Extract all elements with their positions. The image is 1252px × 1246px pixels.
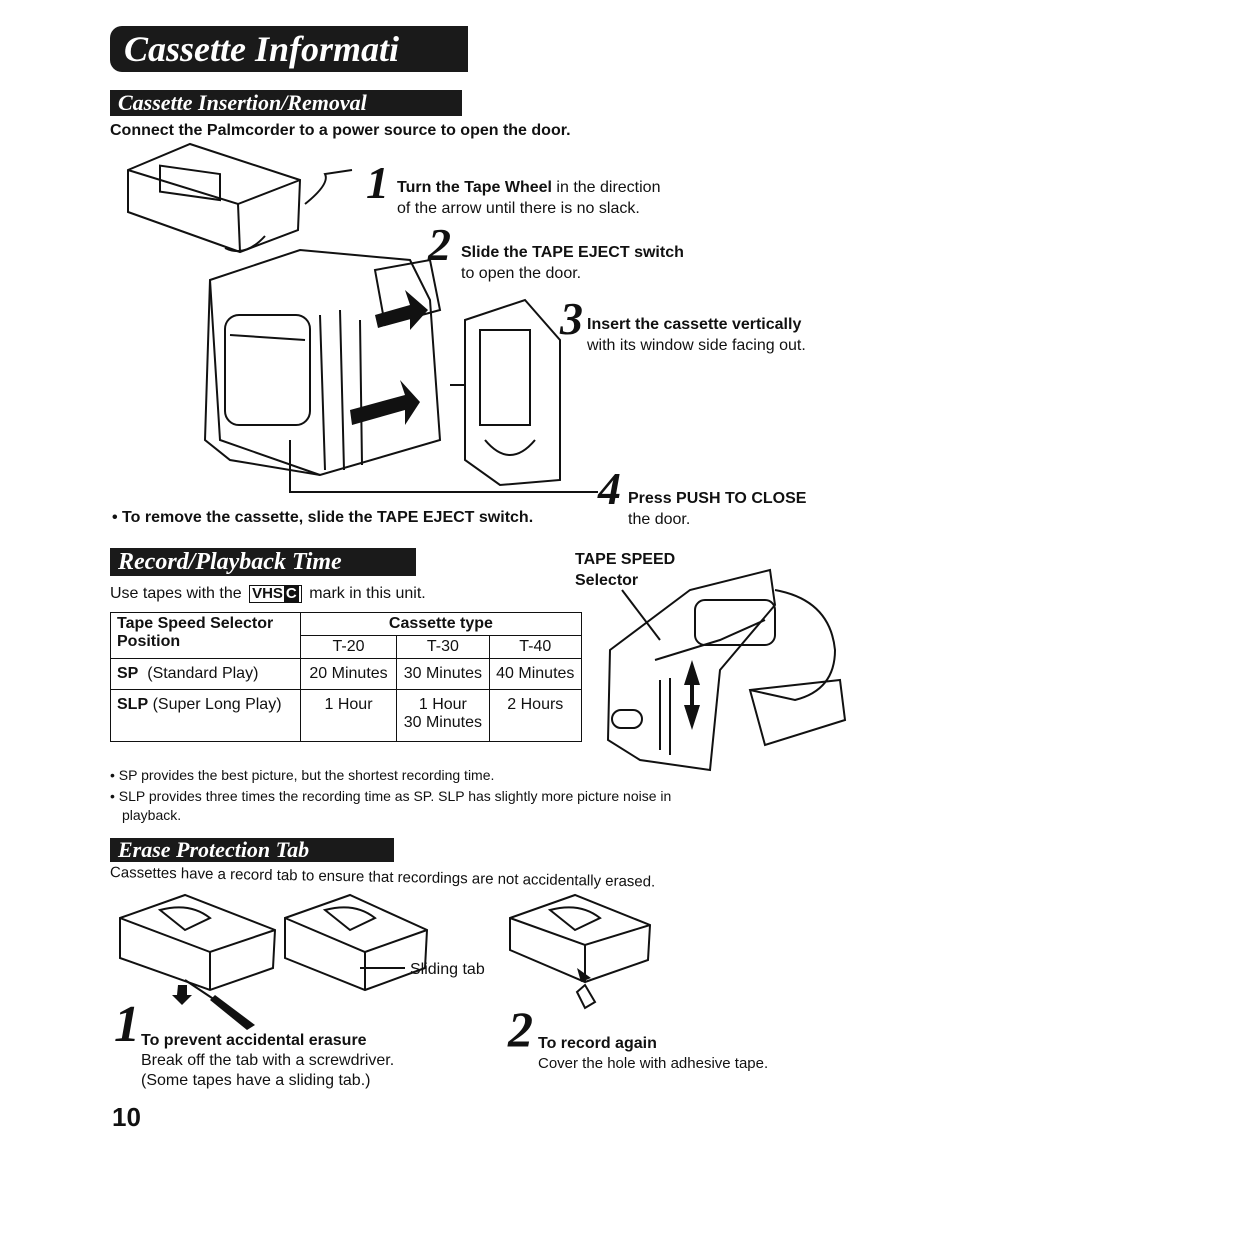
sliding-tab-label: Sliding tab <box>410 961 485 978</box>
erase-step-1-number: 1 <box>114 996 140 1053</box>
page-title: Cassette Informati <box>110 26 468 72</box>
camcorder-illustration <box>127 142 598 493</box>
step-4-text-line2: the door. <box>628 511 691 528</box>
section-heading-record: Record/Playback Time <box>110 548 416 576</box>
step-4-text: Press PUSH TO CLOSE <box>628 490 807 507</box>
table-col-t20: T-20 <box>299 635 398 659</box>
table-cell: SP (Standard Play) <box>110 658 301 690</box>
erase-step-1-title: To prevent accidental erasure <box>141 1032 367 1049</box>
table-header-cassette-type: Cassette type <box>299 612 583 636</box>
step-3-text-line2: with its window side facing out. <box>587 337 806 354</box>
recording-time-table: Tape Speed Selector Position Cassette ty… <box>110 612 583 742</box>
erase-tab-illustrations <box>119 893 652 1030</box>
selector-label-line2: Selector <box>575 572 639 589</box>
table-cell: 1 Hour 30 Minutes <box>396 689 490 742</box>
table-col-t30: T-30 <box>396 635 490 659</box>
table-row: SP (Standard Play) 20 Minutes 30 Minutes… <box>110 658 583 690</box>
remove-note: • To remove the cassette, slide the TAPE… <box>112 509 534 526</box>
inserting-cassette <box>450 298 561 487</box>
erase-step-2-title: To record again <box>538 1035 657 1052</box>
step-3-number: 3 <box>560 293 583 344</box>
insertion-intro: Connect the Palmcorder to a power source… <box>110 122 571 139</box>
cassette-taped-drawing <box>509 893 652 1010</box>
table-cell: 30 Minutes <box>396 658 490 690</box>
cassette-drawing <box>127 142 302 254</box>
table-cell: SLP (Super Long Play) <box>110 689 301 742</box>
tape-speed-camcorder-illustration <box>606 568 847 772</box>
erase-step-2-line1: Cover the hole with adhesive tape. <box>538 1055 769 1072</box>
step-2-text-line2: to open the door. <box>461 265 582 282</box>
erase-step-1-line2: (Some tapes have a sliding tab.) <box>141 1072 371 1089</box>
step-2-number: 2 <box>428 219 451 270</box>
table-cell: 40 Minutes <box>488 658 583 690</box>
table-col-t40: T-40 <box>488 635 583 659</box>
table-row: SLP (Super Long Play) 1 Hour 1 Hour 30 M… <box>110 689 583 742</box>
step-3-text: Insert the cassette vertically <box>587 316 802 333</box>
record-note-2: • SLP provides three times the recording… <box>110 788 672 804</box>
step-4-number: 4 <box>598 463 621 514</box>
erase-step-1-line1: Break off the tab with a screwdriver. <box>141 1052 395 1069</box>
erase-step-2-number: 2 <box>508 1001 533 1057</box>
record-note-3: playback. <box>122 807 182 823</box>
table-header-selector: Tape Speed Selector Position <box>110 612 301 659</box>
record-note-1: • SP provides the best picture, but the … <box>110 767 495 783</box>
step-1-text: Turn the Tape Wheel in the direction <box>397 179 661 196</box>
step-1-number: 1 <box>366 157 389 208</box>
step-1-text-line2: of the arrow until there is no slack. <box>397 200 640 217</box>
table-cell: 1 Hour <box>299 689 398 742</box>
section-heading-erase: Erase Protection Tab <box>110 838 394 862</box>
table-cell: 2 Hours <box>488 689 583 742</box>
erase-intro: Cassettes have a record tab to ensure th… <box>109 864 656 891</box>
table-cell: 20 Minutes <box>299 658 398 690</box>
camcorder-body <box>203 248 442 477</box>
step-2-text: Slide the TAPE EJECT switch <box>461 244 684 261</box>
selector-label-line1: TAPE SPEED <box>575 551 676 568</box>
cassette-broken-tab-drawing <box>119 893 277 1030</box>
section-heading-insertion: Cassette Insertion/Removal <box>110 90 462 116</box>
page-number: 10 <box>112 1102 141 1132</box>
cassette-sliding-tab-drawing <box>284 893 429 992</box>
